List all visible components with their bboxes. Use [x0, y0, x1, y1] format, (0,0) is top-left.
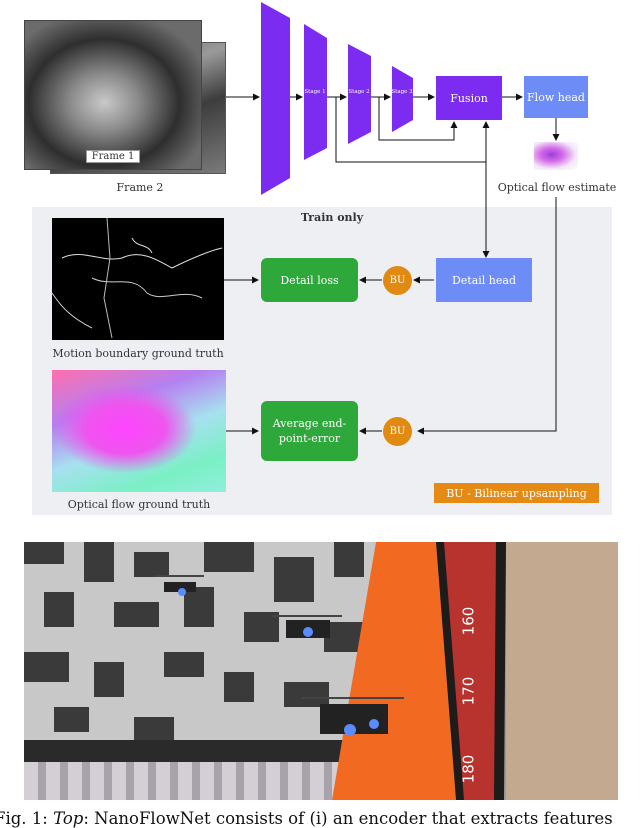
- drone-1: [154, 575, 204, 596]
- caption-text: : NanoFlowNet consists of (i) an encoder…: [83, 809, 613, 828]
- frame1-image: [24, 20, 202, 170]
- figure-caption: Fig. 1: Top: NanoFlowNet consists of (i)…: [0, 809, 640, 828]
- stage2-label: Stage 2: [348, 89, 370, 95]
- flow-estimate-label: Optical flow estimate: [497, 181, 617, 194]
- architecture-diagram: Train only Frame 1 Frame 2: [24, 2, 617, 515]
- flow-head-block: Flow head: [524, 76, 588, 118]
- motion-boundary-image: [52, 218, 224, 340]
- fusion-block: Fusion: [436, 76, 502, 120]
- bu-node-bottom: BU: [383, 417, 412, 446]
- flow-estimate-image: [534, 142, 578, 170]
- bu-node-top: BU: [383, 266, 412, 295]
- encoder-stage2: [348, 44, 371, 144]
- aepe-block: Average end-point-error: [261, 401, 358, 461]
- optical-flow-gt-image: [52, 370, 226, 492]
- diagram-arrows: [224, 2, 560, 435]
- bu-legend: BU - Bilinear upsampling: [434, 483, 599, 503]
- caption-italic: Top: [53, 809, 84, 828]
- train-only-title: Train only: [300, 211, 364, 224]
- detail-head-block: Detail head: [436, 258, 532, 302]
- orange-ramp: [332, 542, 618, 800]
- motion-boundary-label: Motion boundary ground truth: [52, 347, 224, 360]
- encoder-stage3: [392, 66, 413, 132]
- drones: [154, 575, 404, 736]
- frame2-caption: Frame 2: [116, 181, 164, 194]
- encoder-stage0: [261, 2, 290, 195]
- drone-3: [302, 697, 404, 736]
- optical-flow-gt-label: Optical flow ground truth: [67, 498, 211, 511]
- encoder-stage1: [304, 24, 327, 160]
- caption-prefix: Fig. 1:: [0, 809, 48, 828]
- drone-2: [272, 615, 342, 638]
- detail-loss-block: Detail loss: [261, 258, 358, 302]
- stage1-label: Stage 1: [304, 89, 326, 95]
- frame1-label: Frame 1: [86, 150, 140, 163]
- stage3-label: Stage 3: [391, 89, 413, 95]
- floor-strip: [24, 740, 404, 762]
- drone-photo: 160 170 180: [24, 542, 618, 800]
